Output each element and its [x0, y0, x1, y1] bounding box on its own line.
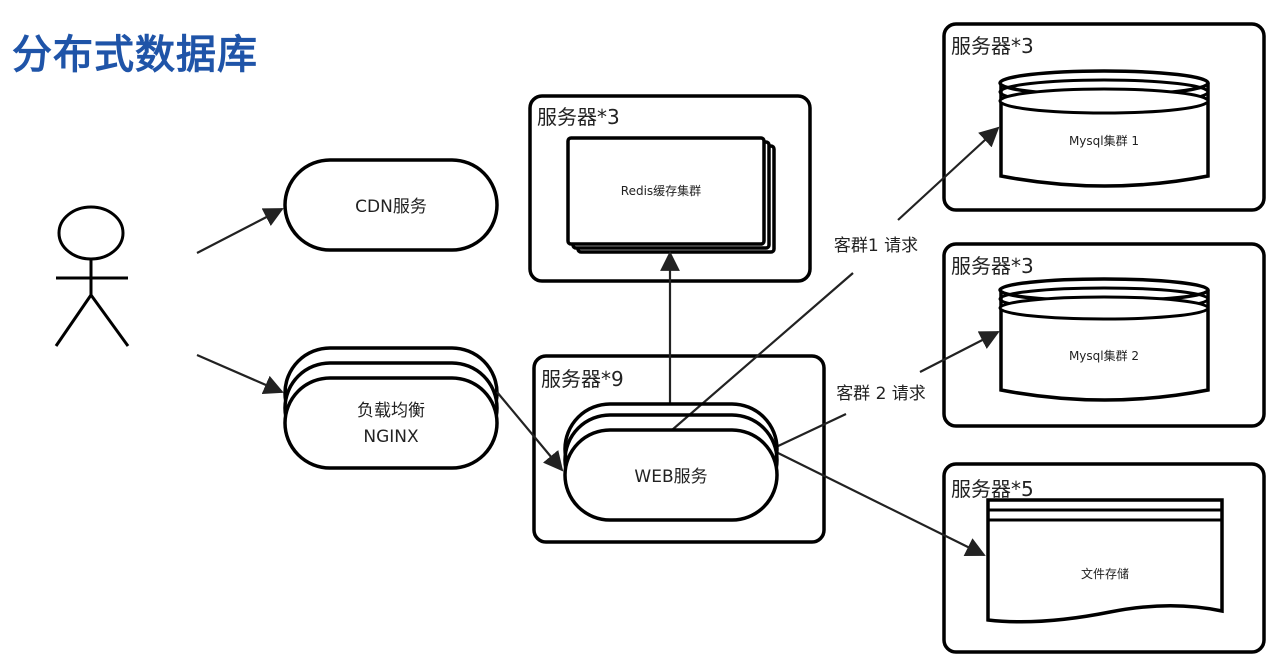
file-storage-server-group: 服务器*5 文件存储 [942, 462, 1266, 654]
edge-web-to-mysql1-part2 [897, 126, 1000, 221]
file-storage-group-label: 服务器*5 [951, 477, 1034, 501]
edge-user-to-cdn [196, 208, 284, 254]
edge-web-to-file-storage [775, 451, 986, 556]
web-service-node[interactable]: WEB服务 [563, 402, 779, 522]
redis-cluster-label: Redis缓存集群 [621, 183, 701, 198]
edge-user-to-load-balancer [196, 353, 284, 394]
load-balancer-node[interactable]: 负载均衡 NGINX [283, 346, 499, 470]
edge-web-to-mysql2-part1 [775, 413, 847, 448]
mysql2-server-group: 服务器*3 Mysql集群 2 [942, 242, 1266, 428]
web-service-label: WEB服务 [634, 467, 707, 487]
page-title: 分布式数据库 [12, 32, 258, 78]
cdn-service-label: CDN服务 [355, 197, 427, 217]
load-balancer-label: 负载均衡 [357, 401, 425, 421]
nginx-label: NGINX [363, 427, 419, 447]
mysql2-group-label: 服务器*3 [951, 254, 1034, 278]
web-group-label: 服务器*9 [541, 367, 624, 391]
redis-group-label: 服务器*3 [537, 105, 620, 129]
cluster2-request-label: 客群 2 请求 [836, 384, 926, 404]
redis-cluster-node[interactable]: Redis缓存集群 [566, 136, 776, 254]
edge-load-balancer-to-web [496, 391, 564, 472]
mysql1-server-group: 服务器*3 Mysql集群 1 [942, 22, 1266, 212]
mysql-cluster-2-label: Mysql集群 2 [1069, 348, 1139, 363]
edge-web-to-mysql2-part2 [919, 331, 1000, 373]
mysql-cluster-1-label: Mysql集群 1 [1069, 133, 1139, 148]
user-actor-icon [54, 205, 130, 347]
mysql-cluster-1-node[interactable]: Mysql集群 1 [998, 69, 1210, 188]
mysql-cluster-2-node[interactable]: Mysql集群 2 [998, 277, 1210, 402]
mysql1-group-label: 服务器*3 [951, 34, 1034, 58]
file-storage-node[interactable]: 文件存储 [986, 498, 1224, 624]
cdn-service-node[interactable]: CDN服务 [283, 158, 499, 252]
cluster1-request-label: 客群1 请求 [834, 236, 918, 256]
file-storage-label: 文件存储 [1081, 566, 1129, 581]
